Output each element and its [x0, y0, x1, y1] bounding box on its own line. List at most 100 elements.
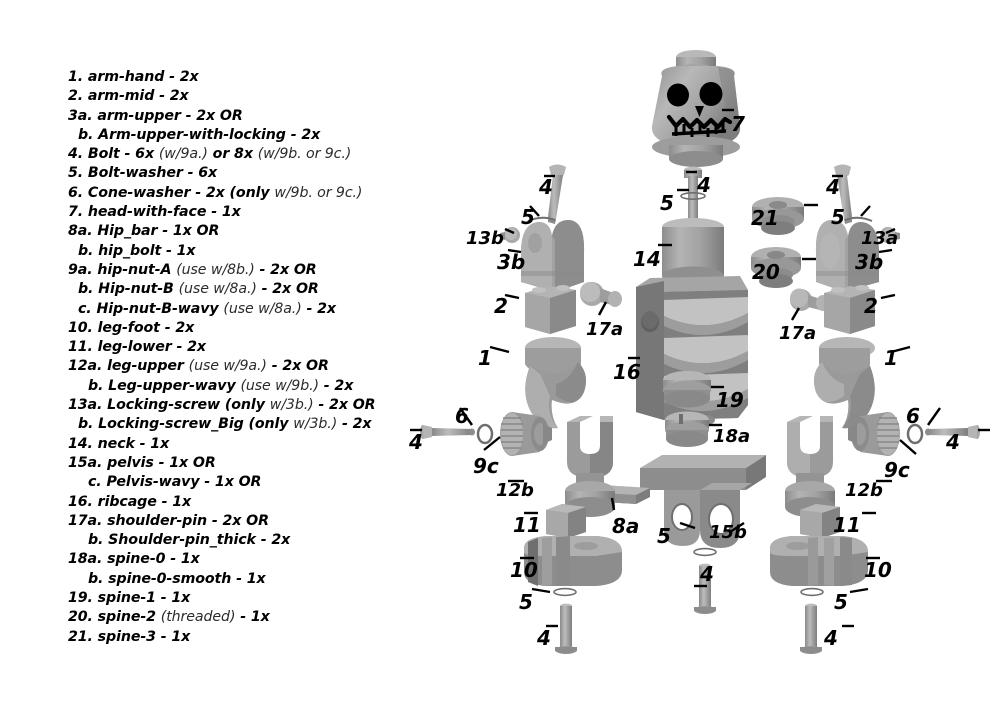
part-shoulder-pin-left: [580, 282, 622, 307]
part-label-main2: - 2x OR: [254, 261, 317, 278]
part-label-main2: or 8x: [207, 146, 258, 163]
part-label-main: 14. neck - 1x: [68, 435, 170, 452]
parts-list-item-15a: 15a. pelvis - 1x OR: [68, 454, 408, 473]
callout-l-11: 11: [513, 513, 541, 537]
part-label-main2: - 2x: [318, 377, 354, 394]
part-right-arm-washer: [844, 216, 873, 222]
part-label-main: 7. head-with-face - 1x: [68, 204, 241, 221]
callout-r-6: 6: [906, 404, 920, 428]
part-label-main: 15a. pelvis - 1x OR: [68, 454, 216, 471]
callout-ribcage-16: 16: [613, 360, 641, 384]
part-label-main2: - 2x OR: [266, 358, 329, 375]
parts-list-item-3b: b. Arm-upper-with-locking - 2x: [68, 126, 408, 145]
part-right-arm-hand: [814, 337, 875, 429]
callout-r-12b: 12b: [845, 480, 883, 501]
callout-spine1-19: 19: [716, 388, 744, 412]
part-label-main: 3a. arm-upper - 2x OR: [68, 107, 243, 124]
part-label-main: c. Pelvis-wavy - 1x OR: [88, 474, 262, 491]
part-label-main: 8a. Hip_bar - 1x OR: [68, 223, 220, 240]
callout-r-bolt-4: 4: [826, 175, 840, 199]
part-right-foot-bolt: [800, 603, 822, 654]
callout-r-2: 2: [864, 294, 878, 318]
part-label-main: b. Leg-upper-wavy: [88, 377, 241, 394]
part-left-leg-lower: [546, 504, 586, 538]
part-label-note: w/3b.): [269, 397, 314, 414]
part-label-note: (use w/8a.): [178, 281, 257, 298]
parts-list-item-6: 6. Cone-washer - 2x (only w/9b. or 9c.): [68, 184, 408, 203]
part-neck-washer: [680, 192, 706, 201]
part-label-main: 1. arm-hand - 2x: [68, 69, 199, 85]
part-label-main: b. spine-0-smooth - 1x: [88, 570, 266, 587]
part-spine-2: [751, 247, 801, 288]
part-label-main2: - 1x: [235, 609, 270, 626]
callout-r-1: 1: [884, 346, 898, 370]
callout-neck-bolt-4: 4: [697, 173, 711, 197]
parts-list-item-19: 19. spine-1 - 1x: [68, 589, 408, 608]
part-label-main2: - 2x OR: [313, 397, 376, 414]
parts-list-item-16: 16. ribcage - 1x: [68, 493, 408, 512]
part-label-main: b. hip_bolt - 1x: [78, 242, 196, 259]
callout-r-4-foot: 4: [824, 626, 838, 650]
callout-pelvis-washer-5: 5: [657, 524, 671, 548]
part-label-main: 17a. shoulder-pin - 2x OR: [68, 512, 269, 529]
parts-list-item-9c: c. Hip-nut-B-wavy (use w/8a.) - 2x: [68, 300, 408, 319]
callout-l-bolt-4: 4: [539, 175, 553, 199]
part-neck: [662, 218, 724, 286]
part-label-main: 6. Cone-washer - 2x (only: [68, 184, 275, 201]
callout-head-7: 7: [731, 112, 745, 136]
part-label-note: (use w/9a.): [188, 358, 267, 375]
callout-neck-14: 14: [633, 247, 661, 271]
exploded-diagram: [400, 0, 1000, 706]
callout-r-13a: 13a: [861, 228, 899, 249]
part-left-arm-upper: [521, 219, 585, 292]
parts-list-item-20: 20. spine-2 (threaded) - 1x: [68, 608, 408, 627]
part-label-main: 11. leg-lower - 2x: [68, 339, 206, 356]
callout-spine0-18a: 18a: [713, 426, 751, 447]
callout-l-9c: 9c: [473, 454, 499, 478]
part-label-note: (threaded): [160, 609, 236, 626]
part-label-main: 16. ribcage - 1x: [68, 493, 192, 510]
callout-r-3b: 3b: [855, 250, 884, 274]
leader-lines: [410, 108, 990, 628]
part-label-main: c. Hip-nut-B-wavy: [78, 300, 224, 317]
part-label-main: 19. spine-1 - 1x: [68, 590, 191, 607]
part-right-arm-upper: [815, 219, 879, 292]
parts-list-item-17a: 17a. shoulder-pin - 2x OR: [68, 512, 408, 531]
callout-l-5-foot: 5: [519, 590, 533, 614]
callout-hipbar-8a: 8a: [612, 514, 640, 538]
part-left-leg-upper: [565, 416, 615, 517]
parts-list-item-12b: b. Leg-upper-wavy (use w/9b.) - 2x: [68, 377, 408, 396]
parts-list-item-14: 14. neck - 1x: [68, 435, 408, 454]
callout-r-11: 11: [833, 513, 861, 537]
parts-list-item-9a: 9a. hip-nut-A (use w/8b.) - 2x OR: [68, 261, 408, 280]
part-label-main: 10. leg-foot - 2x: [68, 319, 195, 336]
part-right-arm-mid: [824, 285, 875, 334]
part-label-note: (use w/8b.): [176, 261, 255, 278]
part-label-main: 18a. spine-0 - 1x: [68, 551, 200, 568]
part-right-leg-foot: [770, 536, 868, 586]
part-label-main: b. Locking-screw_Big (only: [78, 416, 294, 433]
part-label-main2: - 2x: [337, 416, 372, 433]
part-label-note: (use w/9b.): [240, 377, 319, 394]
callout-l-13b: 13b: [466, 228, 504, 249]
parts-list-item-2: 2. arm-mid - 2x: [68, 87, 408, 106]
part-ribcage: [636, 276, 748, 425]
part-pelvis: [640, 455, 766, 548]
callout-l-bolt-4b: 4: [409, 430, 423, 454]
callout-shoulderpin-left: 17a: [586, 319, 624, 340]
callout-l-12b: 12b: [496, 480, 534, 501]
part-right-leg-lower: [800, 504, 840, 538]
part-label-main: 13a. Locking-screw (only: [68, 397, 270, 414]
callout-l-10: 10: [510, 558, 538, 582]
part-label-main: b. Arm-upper-with-locking - 2x: [78, 126, 321, 143]
parts-list-item-3a: 3a. arm-upper - 2x OR: [68, 107, 408, 126]
part-label-main: 20. spine-2: [68, 609, 161, 626]
parts-list-item-17b: b. Shoulder-pin_thick - 2x: [68, 531, 408, 550]
part-label-main: b. Hip-nut-B: [78, 281, 179, 298]
part-left-hip-nut: [500, 412, 552, 456]
part-label-note: (w/9a.): [158, 146, 208, 163]
part-label-main: 12a. leg-upper: [68, 358, 189, 375]
callout-r-bolt-4b: 4: [946, 430, 960, 454]
part-left-hip-bolt: [420, 425, 475, 439]
